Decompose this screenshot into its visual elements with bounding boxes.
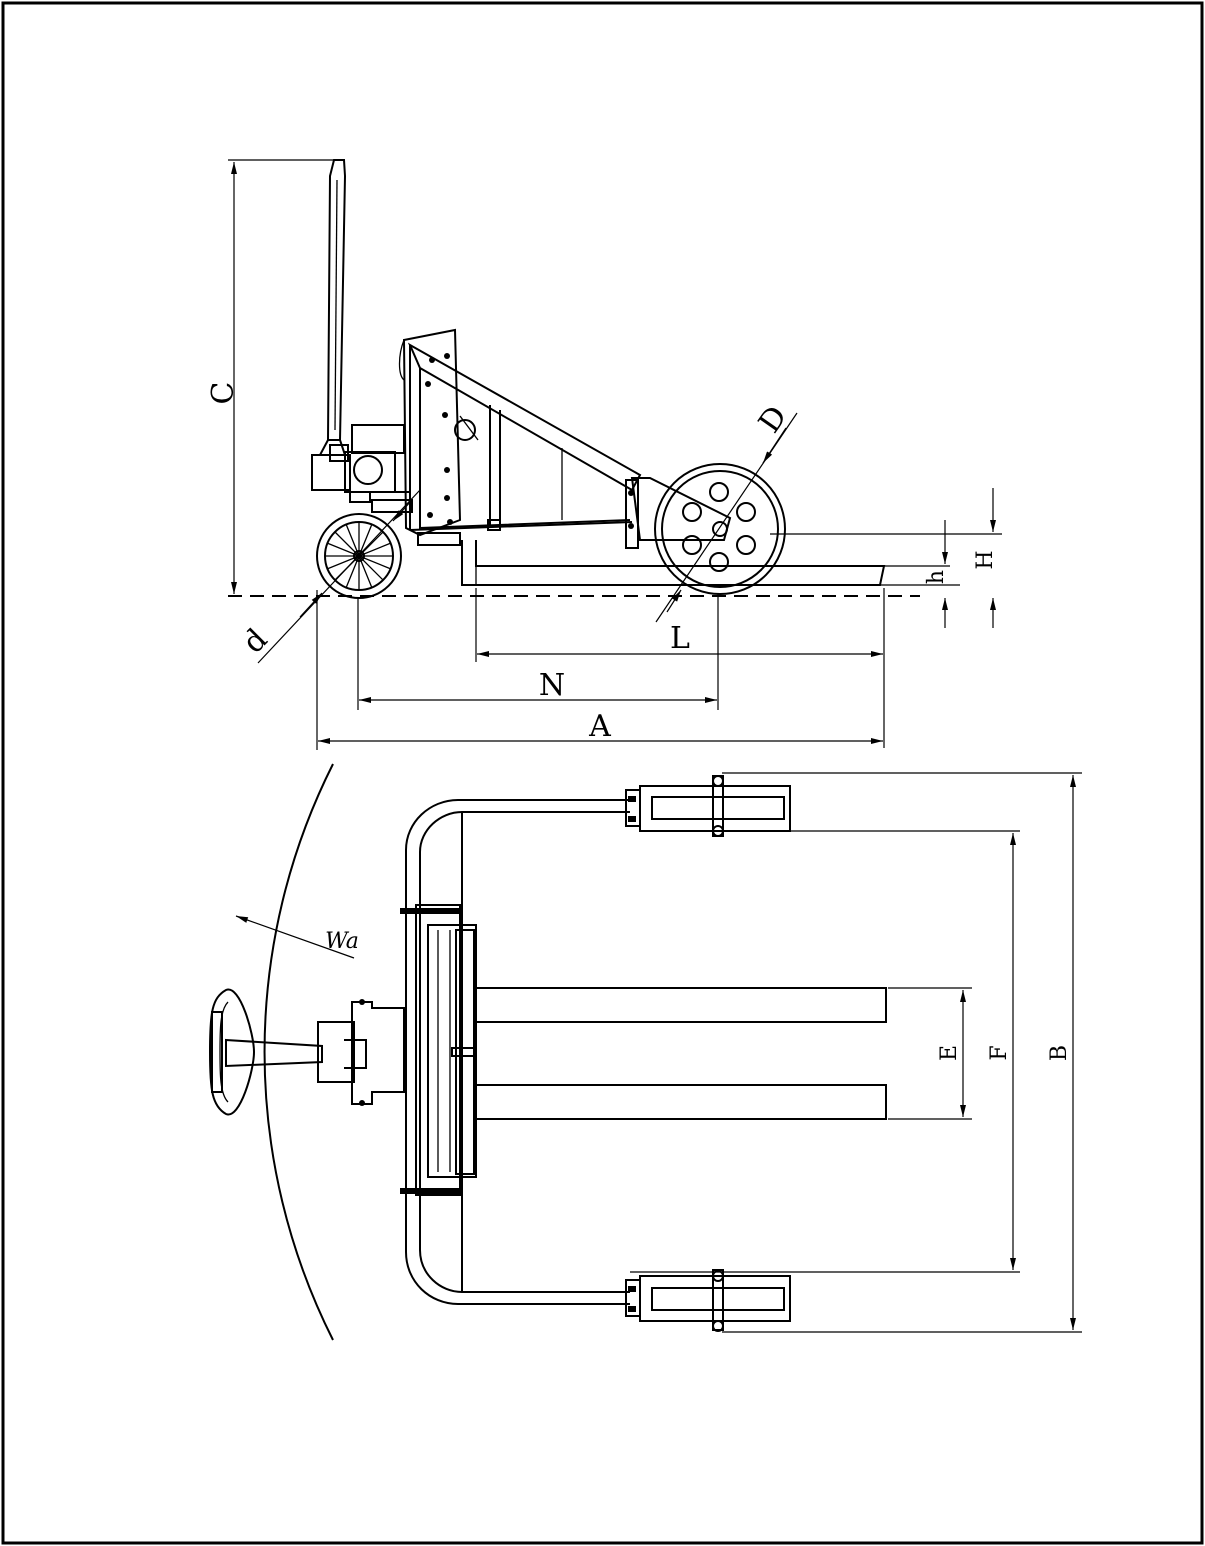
top-view: Wa xyxy=(208,763,1082,1341)
label-e: E xyxy=(937,1045,962,1061)
label-n: N xyxy=(539,668,565,703)
dimension-c: C xyxy=(206,159,334,594)
dimension-f: F xyxy=(630,830,1020,1273)
label-d-upper: D xyxy=(752,400,794,440)
side-view: C D d H h xyxy=(206,159,1002,750)
label-d-lower: d xyxy=(236,622,274,660)
hydraulic-pump xyxy=(311,424,413,513)
load-roller-top xyxy=(625,775,791,837)
dimension-l: L xyxy=(475,588,885,748)
handle-top xyxy=(208,988,405,1116)
load-roller-bottom xyxy=(625,1269,791,1332)
dimension-a: A xyxy=(316,590,883,750)
label-c: C xyxy=(206,382,241,405)
label-f: F xyxy=(987,1045,1012,1060)
label-b: B xyxy=(1047,1045,1072,1061)
dimension-e: E xyxy=(888,987,972,1120)
label-a: A xyxy=(588,709,611,744)
fork-frame xyxy=(407,342,642,531)
dimension-b: B xyxy=(722,772,1082,1333)
turning-radius: Wa xyxy=(235,763,359,1341)
dimension-d-small: d xyxy=(236,489,421,664)
load-wheel xyxy=(654,463,786,595)
label-l: L xyxy=(670,621,690,656)
tiller-handle xyxy=(318,159,347,456)
label-h-lower: h xyxy=(924,570,949,584)
fork-tines xyxy=(475,987,887,1120)
label-wa: Wa xyxy=(325,929,359,954)
label-h-upper: H xyxy=(973,550,998,569)
chassis-top xyxy=(400,904,477,1196)
dimension-n: N xyxy=(357,594,719,710)
dimension-h: H h xyxy=(770,488,1002,628)
fork-outer-frame xyxy=(405,799,630,1305)
fork-side xyxy=(461,540,886,586)
